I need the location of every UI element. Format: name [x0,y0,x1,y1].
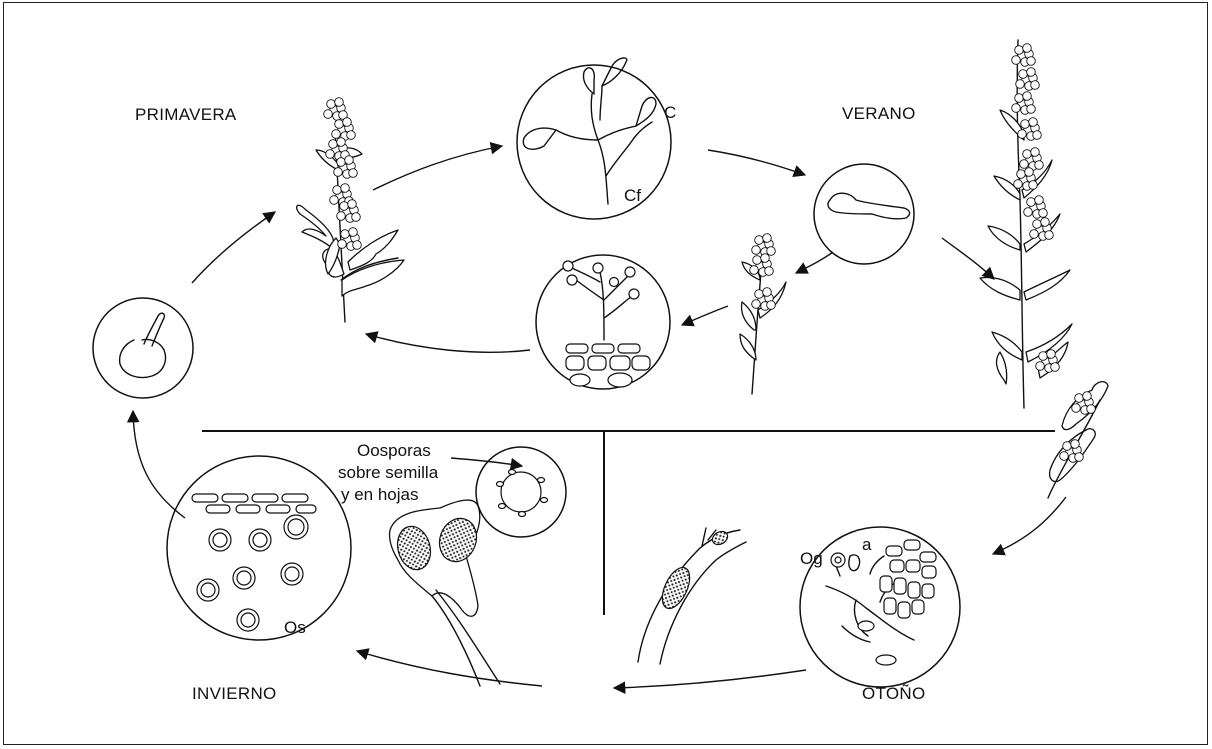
circle-germinating-oospore [93,298,193,398]
circle-germinating-conidium [814,164,914,264]
season-label-summer: VERANO [842,104,916,123]
arrow-plant-to-conidiophore [373,146,502,190]
summer-infected-plant [980,40,1072,408]
conidia-label: C [664,103,676,122]
circle-conidiophore: C Cf [517,58,676,219]
arrow-oospore-to-plant [192,212,275,283]
arrow-sporulation-to-plant [366,334,530,352]
arrow-autumn-to-winter [357,651,542,686]
arrow-leaves-to-sexual [993,497,1066,554]
antheridium-label: a [862,535,872,554]
arrow-winter-to-oospore [133,411,185,518]
oogonium-label: Og [800,549,823,568]
secondary-infected-shoot [740,234,786,394]
oospores-note-line1: Oosporas [357,441,431,460]
arrow-conidium-to-shoot [796,252,833,273]
circle-oospores-in-tissue: Os [167,456,351,640]
season-label-spring: PRIMAVERA [135,105,237,124]
arrow-otono-to-invierno [614,670,806,688]
conidiophore-label: Cf [624,186,641,205]
oospores-note-line2: sobre semilla [338,463,439,482]
oospores-label: Os [284,618,306,637]
spring-infected-plant [297,98,404,322]
arrow-shoot-to-sporulation [682,306,728,325]
oospores-note-line3: y en hojas [341,485,419,504]
arrow-conidiophore-to-conidium [708,150,805,175]
circle-sexual-reproduction: Og a [800,527,960,687]
arrow-conidium-to-tall-plant [942,238,994,279]
leaf-with-oospore-masses [389,500,500,686]
autumn-stem-fragment [638,528,746,664]
circle-sporulation-on-leaf [536,255,670,389]
autumn-fallen-leaves [1048,382,1108,498]
season-label-winter: INVIERNO [192,684,277,703]
